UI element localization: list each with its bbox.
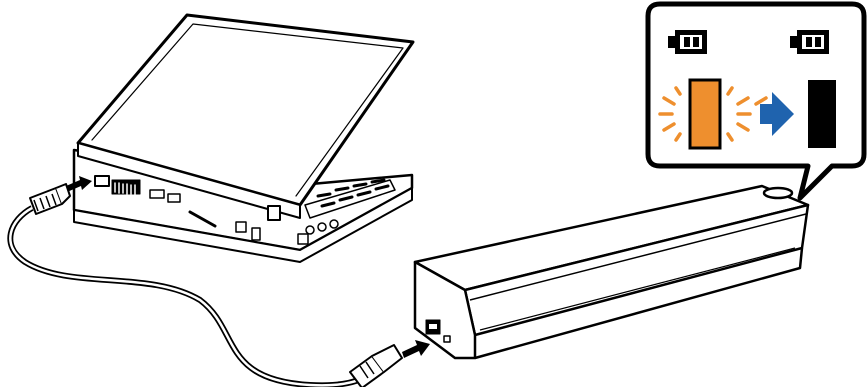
charging-indicator-solid [808, 80, 836, 148]
usb-cable-icon [7, 183, 403, 387]
scanner-icon [413, 184, 810, 360]
arrow-right-icon [760, 92, 794, 136]
charging-status-callout [645, 1, 867, 201]
battery-icon [790, 30, 829, 54]
usb-port-laptop [94, 175, 110, 187]
plug-in-arrow-laptop [66, 176, 92, 192]
battery-icon [668, 30, 707, 54]
charging-indicator-blinking [658, 78, 768, 150]
laptop-icon [72, 13, 415, 263]
plug-in-arrow-scanner [402, 340, 430, 358]
